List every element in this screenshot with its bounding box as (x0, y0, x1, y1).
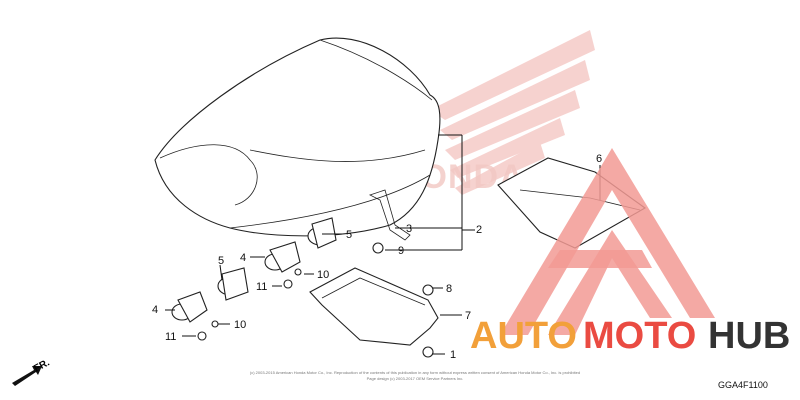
grommet-group (171, 217, 337, 323)
callout-10a: 10 (317, 269, 329, 281)
automotohub-logo-triangle (500, 148, 715, 335)
automotohub-wordmark: AUTO MOTO HUB (470, 315, 790, 357)
callout-7: 7 (465, 310, 471, 322)
copyright-notice: (c) 2003-2015 American Honda Motor Co., … (225, 370, 605, 382)
callout-11a: 11 (256, 281, 267, 293)
callout-2: 2 (476, 224, 482, 236)
logo-auto-text: AUTO (470, 315, 577, 357)
callout-8: 8 (446, 283, 452, 295)
callout-5a: 5 (218, 255, 224, 267)
callout-1: 1 (450, 349, 456, 361)
callout-11b: 11 (165, 331, 176, 343)
copyright-line-1: (c) 2003-2015 American Honda Motor Co., … (249, 370, 581, 375)
callout-10b: 10 (234, 319, 246, 331)
seat-part (154, 37, 441, 237)
callout-4b: 4 (152, 304, 158, 316)
front-label: FR. (32, 357, 52, 374)
seat-lock-plate (309, 267, 439, 346)
front-arrow: FR. (12, 357, 52, 386)
bolt-parts (197, 242, 434, 358)
logo-moto-text: MOTO (583, 315, 696, 357)
callout-6: 6 (596, 153, 602, 165)
honda-wing-watermark (430, 30, 595, 195)
callout-3: 3 (406, 223, 412, 235)
copyright-line-2: Page design (c) 2003-2017 OEM Service Pa… (366, 376, 464, 381)
callout-5b: 5 (346, 229, 352, 241)
logo-hub-text: HUB (708, 315, 790, 357)
callout-9: 9 (398, 245, 404, 257)
diagram-code: GGA4F1100 (718, 380, 768, 390)
callout-4a: 4 (240, 252, 246, 264)
callouts: 1 2 3 4 4 5 5 6 7 8 9 10 10 11 11 (152, 153, 602, 361)
seat-hook-wire (368, 189, 411, 241)
